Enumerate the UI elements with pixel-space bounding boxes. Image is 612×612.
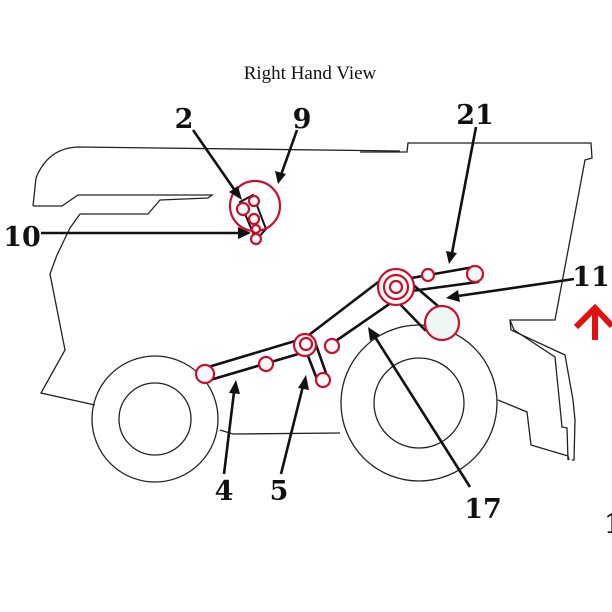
callout-17: 17 [464, 494, 502, 525]
rear-wheel [340, 324, 498, 482]
front-wheel-tire [91, 355, 219, 483]
leader-4 [222, 391, 236, 475]
main-belt-upper [303, 271, 392, 340]
rear-wheel-tire [340, 324, 498, 482]
callout-21: 21 [456, 100, 494, 131]
callout-11: 11 [572, 262, 610, 293]
leader-9 [279, 129, 299, 176]
front-idler [257, 355, 275, 373]
front-belt-lower [208, 350, 307, 382]
upper-right-idler [420, 267, 436, 283]
chassis-line [219, 429, 341, 435]
center-link-right [313, 340, 329, 378]
arrowhead-10 [238, 227, 251, 239]
callout-2: 2 [175, 104, 194, 135]
belts [203, 193, 480, 384]
center-idler [323, 337, 341, 355]
red-arrow-head [573, 303, 612, 330]
leader-5 [279, 385, 305, 475]
rear-body-outline [360, 142, 593, 461]
upper-idler-left [235, 201, 251, 217]
arrowhead-17 [368, 327, 380, 341]
front-wheel-rim [118, 382, 192, 456]
upper-idler-lower [250, 223, 262, 235]
rear-step-outline [509, 319, 569, 461]
arrowhead-11 [446, 290, 460, 302]
rear-chassis-outline [497, 399, 570, 461]
upper-right-pulley [465, 264, 485, 284]
arrowhead-4 [229, 380, 240, 394]
upper-idler-bottom [249, 232, 263, 246]
leader-11 [457, 277, 575, 298]
front-belt-upper [203, 336, 307, 370]
callout-10: 10 [3, 222, 41, 253]
rear-wheel-rim [373, 357, 465, 449]
callout-leaders [41, 126, 575, 488]
upper-right-belt-bottom [402, 280, 480, 294]
main-belt-lower [328, 296, 400, 347]
upper-idler-middle [247, 212, 261, 226]
main-pulley-inner [388, 279, 404, 295]
arrowhead-5 [298, 375, 309, 390]
cab-roof-outline [32, 146, 401, 207]
upper-idler-top [247, 194, 261, 208]
front-wheel [91, 355, 219, 483]
center-link-pulley [314, 371, 332, 389]
front-pulley [194, 363, 216, 385]
leader-2 [191, 129, 238, 193]
leader-17 [373, 336, 472, 488]
arrowhead-21 [446, 251, 457, 264]
arrowhead-2 [229, 186, 242, 200]
callout-5: 5 [270, 476, 289, 507]
callout-4: 4 [215, 476, 234, 507]
direction-up-arrow-icon [573, 303, 612, 340]
cab-shelf-outline [33, 194, 214, 256]
center-pulley-inner [298, 336, 314, 352]
pulleys [194, 179, 485, 389]
big-idler-pulley [423, 304, 461, 342]
callout-9: 9 [293, 104, 312, 135]
callout-labels: 2 9 10 21 11 4 5 17 1 [3, 100, 612, 540]
front-body-outline [40, 254, 96, 406]
arrowhead-9 [275, 171, 286, 184]
combine-outline [32, 142, 593, 461]
diagram-title: Right Hand View [244, 63, 377, 84]
callout-partial: 1 [604, 509, 612, 540]
leader-21 [450, 126, 478, 254]
